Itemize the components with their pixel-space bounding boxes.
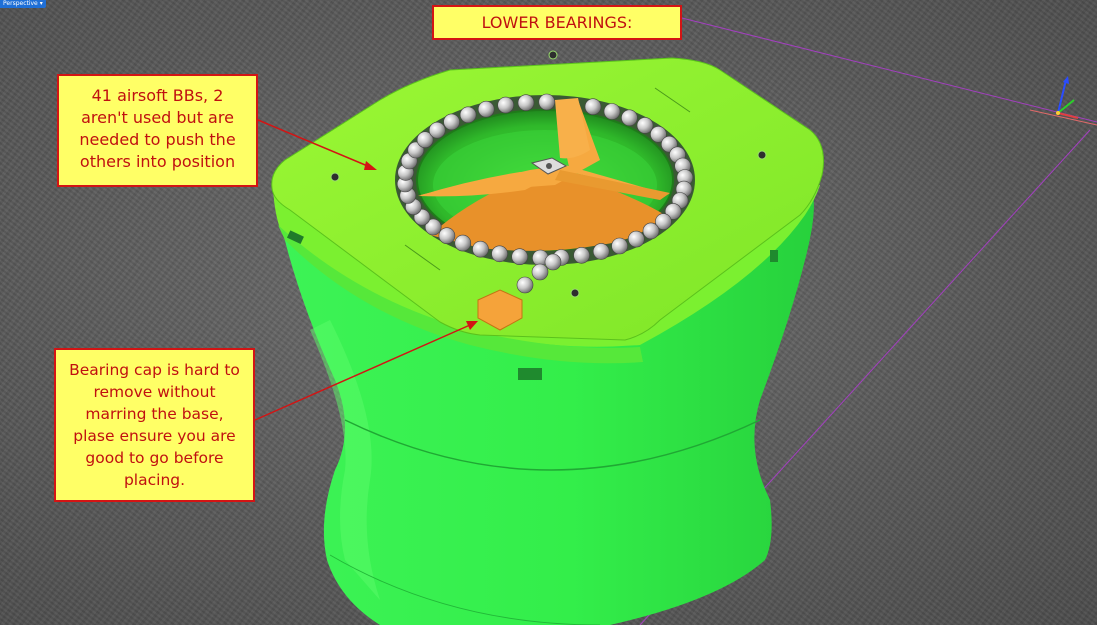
bearing-ball: [642, 222, 660, 240]
spinner-blade: [555, 170, 670, 200]
callout-line: plase ensure you are: [73, 427, 236, 445]
side-slot: [286, 230, 304, 245]
screw-hole: [570, 288, 580, 298]
callout-bbs-note: 41 airsoft BBs, 2 aren't used but are ne…: [57, 74, 258, 187]
bearing-ball: [517, 94, 535, 111]
bearing-ball: [636, 117, 654, 134]
bearing-ball: [664, 203, 682, 220]
bearing-ball: [603, 103, 621, 120]
bearing-ball: [531, 263, 549, 281]
callout-line: others into position: [79, 152, 236, 171]
callout-line: 41 airsoft BBs, 2: [91, 86, 224, 105]
bearing-ball: [477, 100, 495, 118]
spinner-blade: [420, 100, 670, 195]
callout-arrow-2: [254, 321, 478, 421]
callout-line: remove without: [93, 383, 216, 401]
bearing-balls: [396, 93, 694, 294]
axis-gizmo-icon: [1056, 76, 1079, 119]
callout-arrow-1: [257, 119, 377, 170]
spinner-blade: [555, 98, 590, 159]
lid-shadow-band: [278, 225, 643, 364]
bearing-ball: [516, 276, 534, 294]
bearing-ball: [416, 131, 434, 148]
spinner-blade: [418, 172, 548, 197]
screw-hole: [330, 172, 340, 182]
screw-hole: [548, 50, 558, 60]
bearing-ball: [497, 96, 515, 114]
bearing-ball: [650, 126, 667, 143]
axis-guide-line: [1029, 109, 1097, 126]
callout-bearing-cap-note: Bearing cap is hard to remove without ma…: [54, 348, 255, 502]
bearing-ball: [621, 109, 638, 127]
chevron-down-icon: ▾: [39, 0, 43, 7]
callout-line: placing.: [123, 471, 186, 489]
bearing-ball: [538, 93, 556, 111]
viewport-perspective-tab[interactable]: Perspective ▾: [0, 0, 46, 8]
axis-guide-line: [629, 4, 1097, 123]
waist-seam: [344, 419, 761, 471]
bearing-ball: [611, 237, 628, 255]
callout-line: needed to push the: [79, 130, 236, 149]
bearing-ball: [584, 98, 602, 115]
bearing-ball: [655, 213, 672, 230]
callout-line: marring the base,: [85, 405, 224, 423]
bearing-ball: [424, 218, 442, 236]
bearing-ball: [443, 113, 460, 131]
bearing-ball: [438, 227, 456, 244]
lid-seam: [654, 87, 691, 113]
body-highlight: [310, 320, 380, 600]
spinner-cone: [430, 170, 665, 251]
bearing-ball: [472, 240, 489, 258]
bearing-ball: [428, 121, 446, 139]
viewport-label: Perspective: [3, 0, 38, 7]
bottom-edge: [329, 554, 601, 625]
title-callout: LOWER BEARINGS:: [432, 5, 682, 40]
callout-line: Bearing cap is hard to: [69, 361, 240, 379]
bearing-ball: [544, 253, 562, 271]
side-slot: [770, 250, 778, 262]
spinner-hub: [546, 163, 552, 169]
side-slot: [518, 368, 542, 380]
bearing-ball: [491, 245, 508, 263]
bearing-ball: [592, 243, 610, 260]
bearing-ball: [573, 247, 590, 264]
screw-hole: [757, 150, 767, 160]
bearing-ball: [627, 230, 645, 248]
bearing-ball: [511, 248, 529, 266]
bearing-cap: [477, 289, 523, 331]
callout-line: good to go before: [85, 449, 224, 467]
bearing-ball: [459, 106, 477, 124]
page-title: LOWER BEARINGS:: [481, 13, 633, 32]
callout-line: aren't used but are: [81, 108, 234, 127]
lid-seam: [404, 244, 441, 271]
bearing-ball: [454, 234, 472, 252]
